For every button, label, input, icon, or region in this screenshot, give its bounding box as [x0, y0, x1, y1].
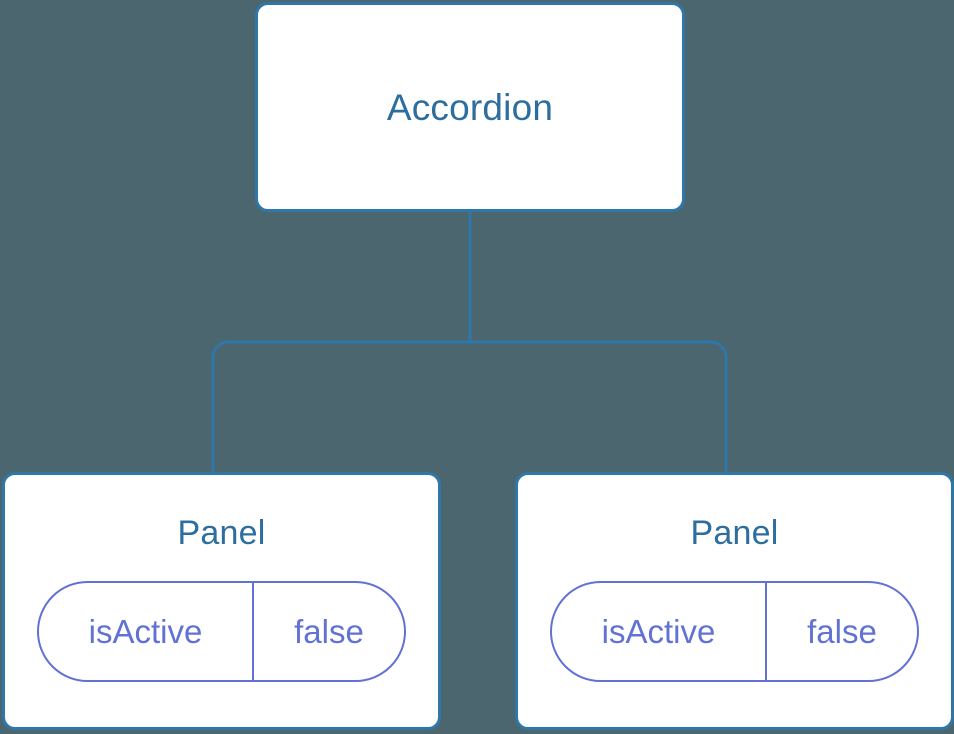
node-panel-left[interactable]: Panel isActive false — [2, 472, 441, 730]
prop-value-isactive-left: false — [252, 583, 404, 680]
connector-branch-to-panel-right — [470, 340, 728, 474]
prop-key-isactive-left: isActive — [88, 613, 203, 650]
connector-branch-to-panel-left — [211, 340, 470, 474]
node-panel-right-title: Panel — [690, 514, 779, 552]
prop-value-isactive-right: false — [765, 583, 917, 680]
prop-pill-isactive-left[interactable]: isActive false — [37, 581, 406, 682]
node-panel-left-title: Panel — [177, 514, 266, 552]
prop-key-isactive-right: isActive — [601, 613, 716, 650]
prop-pill-isactive-right[interactable]: isActive false — [550, 581, 919, 682]
node-accordion-title: Accordion — [386, 86, 554, 128]
node-accordion[interactable]: Accordion — [255, 2, 685, 212]
node-panel-right[interactable]: Panel isActive false — [515, 472, 954, 730]
